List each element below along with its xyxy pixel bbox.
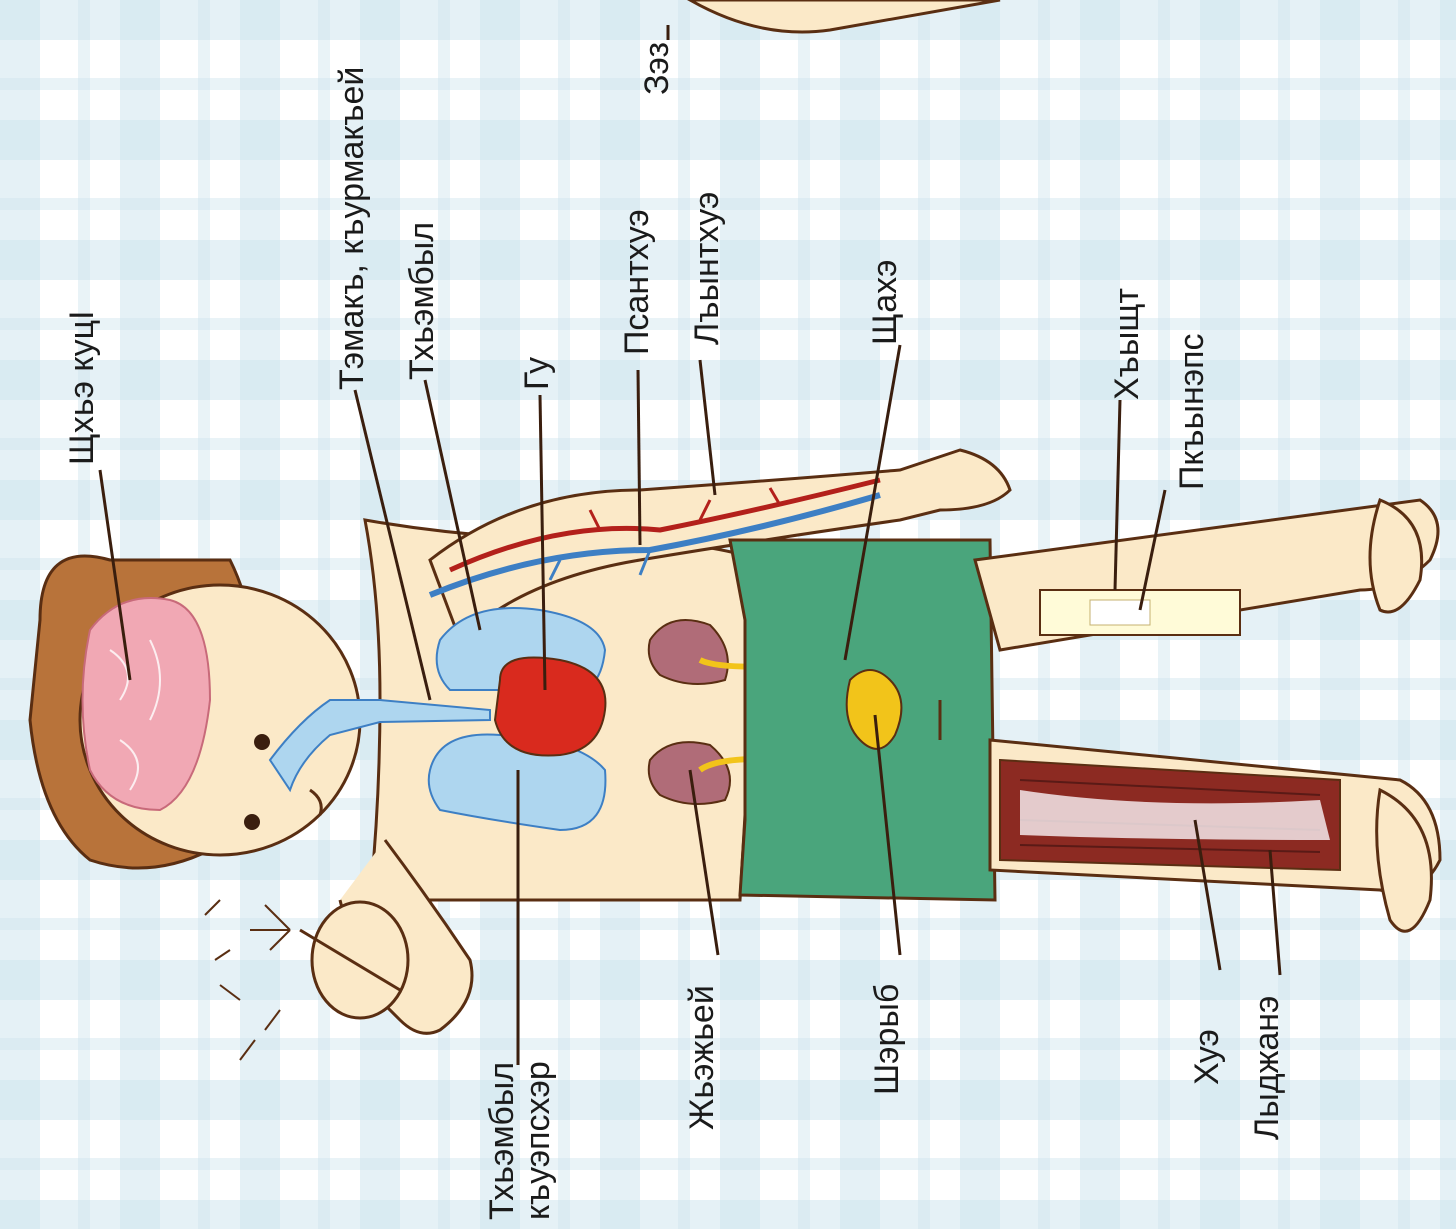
heart-shape	[495, 658, 605, 756]
label-lungs: Тхьэмбыл	[405, 222, 439, 380]
label-trachea: Тэмакъ, къурмакъей	[335, 67, 369, 390]
label-brain: Щхьэ куцӀ	[65, 310, 99, 465]
label-arteries: Лъынтхуэ	[690, 192, 724, 345]
label-heart: Гу	[520, 357, 554, 390]
label-knee: Зэз	[640, 42, 674, 95]
label-tendon: Хуэ	[1190, 1029, 1224, 1085]
label-bladder: Шэрыб	[870, 984, 904, 1095]
label-veins: Псантхуэ	[620, 209, 654, 355]
label-bronchi-line2: къуэпсхэр	[521, 1061, 557, 1220]
label-bronchi-line1: Тхьэмбыл	[485, 1061, 521, 1220]
leader-veins	[638, 370, 640, 545]
label-bronchi: Тхьэмбыл къуэпсхэр	[485, 1061, 556, 1220]
eye-top	[254, 734, 270, 750]
hand-left	[312, 902, 408, 1018]
label-bone: Хъыщт	[1110, 288, 1144, 400]
label-muscle: Лыджанэ	[1250, 996, 1284, 1140]
eye-bottom	[244, 814, 260, 830]
label-ureter: Щахэ	[868, 259, 902, 345]
label-marrow: Пкъынэпс	[1175, 333, 1209, 490]
label-kidneys: Жьэжьей	[685, 985, 719, 1130]
